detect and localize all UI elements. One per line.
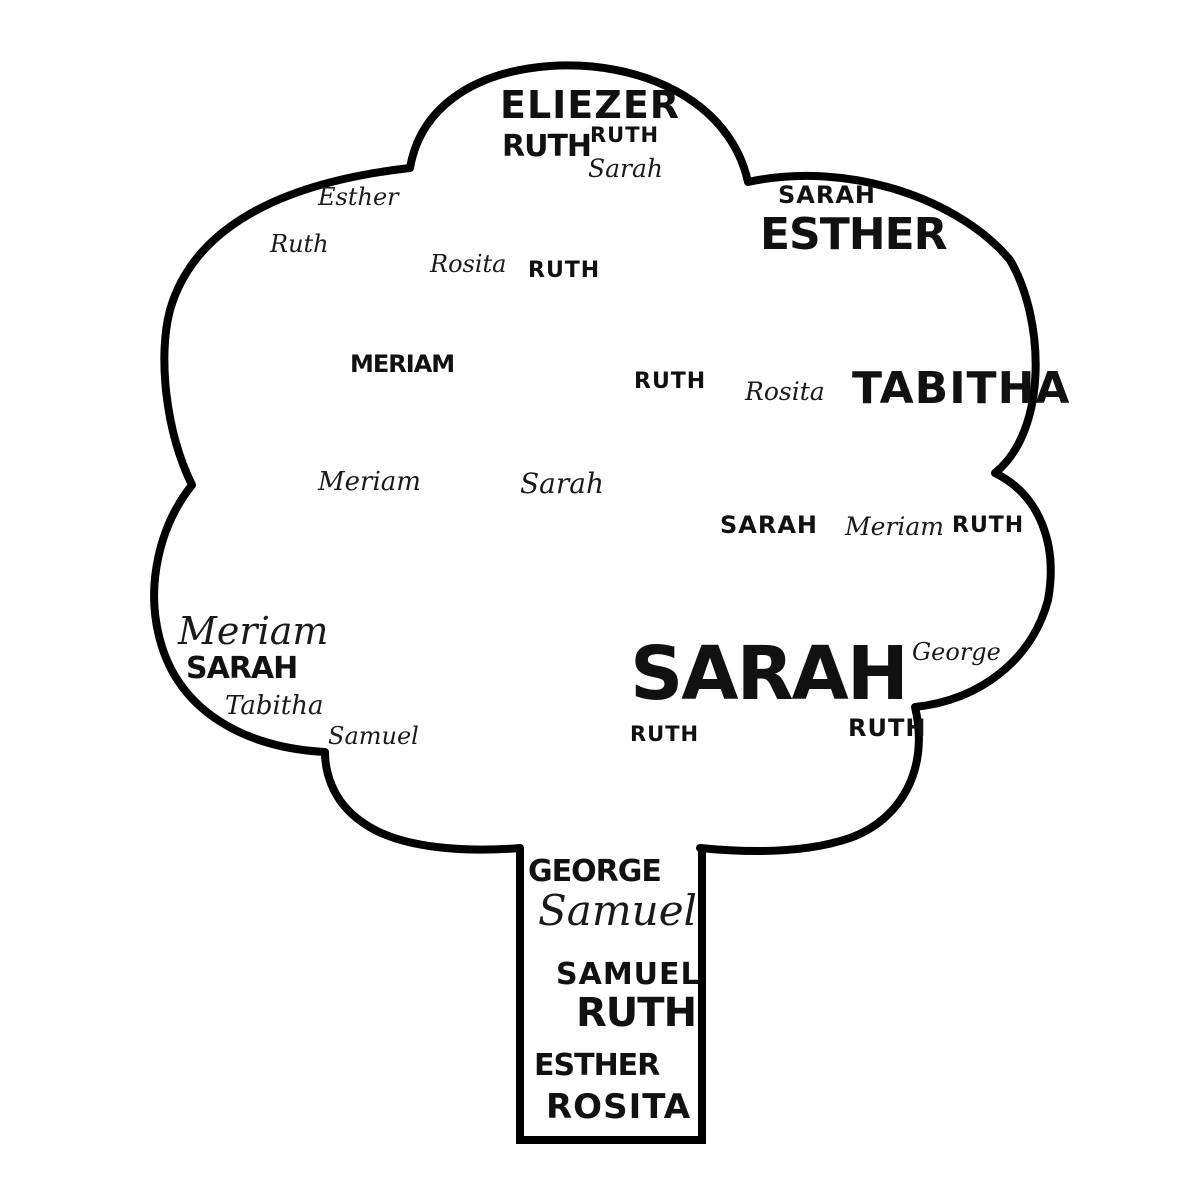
name-meriam: Meriam xyxy=(178,609,329,653)
name-ruth: RUTH xyxy=(502,129,592,164)
name-ruth: RUTH xyxy=(630,722,700,746)
name-sarah: Sarah xyxy=(520,467,604,500)
name-sarah: SARAH xyxy=(186,651,298,686)
name-tabitha: TABITHA xyxy=(852,363,1071,414)
name-eliezer: ELIEZER xyxy=(500,83,681,127)
name-meriam: Meriam xyxy=(845,512,944,541)
name-rosita: Rosita xyxy=(745,377,825,406)
name-rosita: ROSITA xyxy=(546,1087,692,1127)
name-ruth: RUTH xyxy=(848,714,927,742)
name-samuel: Samuel xyxy=(538,886,697,935)
name-meriam: Meriam xyxy=(318,467,421,497)
name-ruth: RUTH xyxy=(590,123,660,147)
name-ruth: RUTH xyxy=(634,369,707,394)
name-ruth: Ruth xyxy=(270,230,329,258)
name-ruth: RUTH xyxy=(952,513,1025,538)
name-sarah: Sarah xyxy=(588,154,663,183)
name-george: GEORGE xyxy=(528,854,662,889)
name-sarah-large: SARAH xyxy=(630,631,909,717)
name-ruth: RUTH xyxy=(576,990,697,1036)
name-esther: ESTHER xyxy=(534,1048,660,1083)
name-sarah: SARAH xyxy=(720,511,818,539)
name-george: George xyxy=(912,638,1001,666)
name-tabitha: Tabitha xyxy=(225,691,324,721)
name-samuel: Samuel xyxy=(328,722,419,750)
name-meriam: MERIAM xyxy=(350,350,455,378)
name-sarah: SARAH xyxy=(778,181,876,209)
tree-trunk-outline xyxy=(516,848,706,1144)
name-samuel: SAMUEL xyxy=(556,957,701,992)
name-ruth: RUTH xyxy=(528,258,601,283)
name-esther: Esther xyxy=(318,183,399,211)
tree-canopy-outline xyxy=(150,61,1055,856)
name-esther: ESTHER xyxy=(760,209,948,260)
name-rosita: Rosita xyxy=(430,250,507,278)
